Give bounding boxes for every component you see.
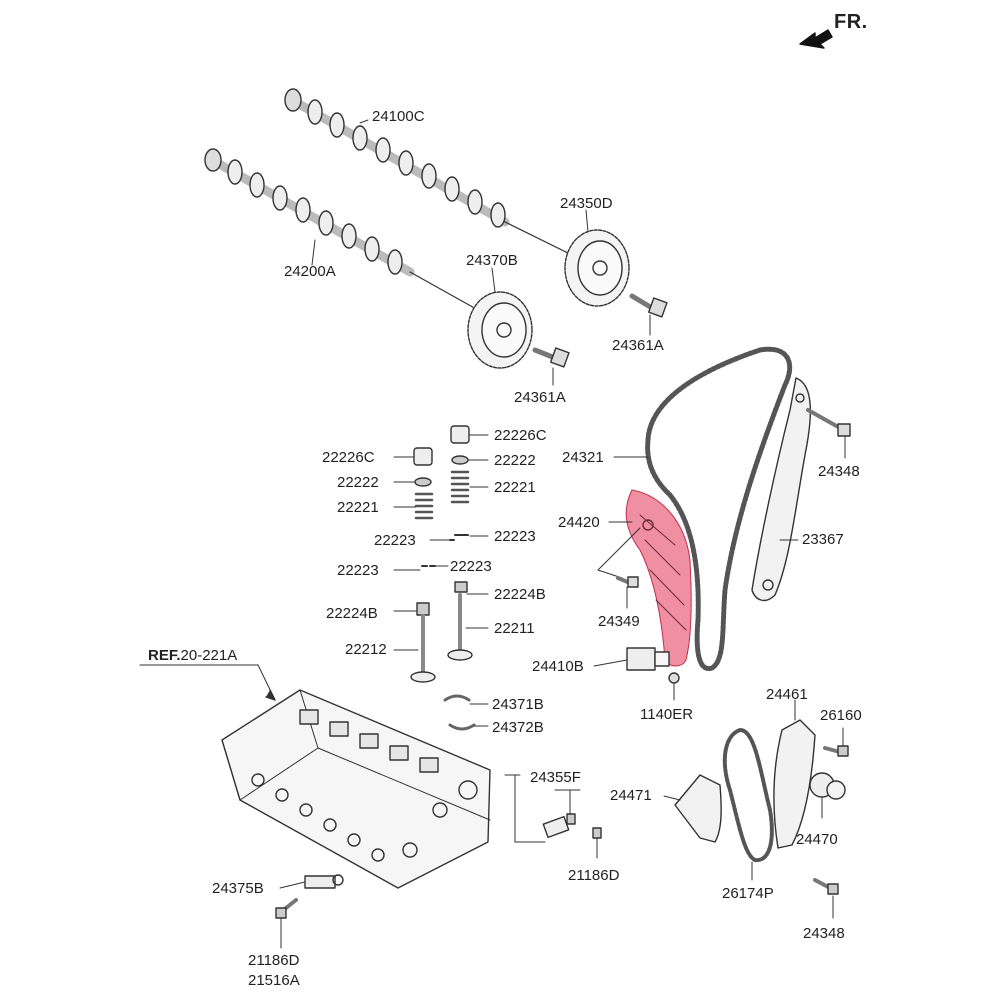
bolt-24361a-upper	[629, 293, 668, 336]
part-label-1140er: 1140ER	[640, 706, 694, 723]
tensioner-24470	[809, 772, 846, 819]
bolt-24349	[597, 527, 641, 609]
bolt-24361a-lower	[532, 347, 570, 386]
part-label-23367: 23367	[802, 531, 844, 548]
part-label-22212: 22212	[345, 641, 387, 658]
part-label-24350d: 24350D	[560, 195, 613, 212]
front-arrow-icon	[799, 29, 833, 49]
reference-prefix: REF.	[148, 647, 181, 664]
part-label-22223-c: 22223	[337, 562, 379, 579]
part-label-24321: 24321	[562, 449, 604, 466]
cylinder-head	[139, 664, 491, 889]
part-label-24471: 24471	[610, 787, 652, 804]
part-label-22226c-right: 22226C	[494, 427, 547, 444]
part-label-24348-lower: 24348	[803, 925, 845, 942]
part-label-22224b-left: 22224B	[326, 605, 378, 622]
chain-tensioner-24410b	[626, 647, 680, 701]
part-label-22221-right: 22221	[494, 479, 536, 496]
part-label-24100c: 24100C	[372, 108, 425, 125]
part-label-21186d-mid: 21186D	[568, 867, 620, 884]
oil-seal-24372b	[448, 723, 489, 731]
part-label-24355f: 24355F	[530, 769, 581, 786]
part-label-24372b: 24372B	[492, 719, 544, 736]
part-label-24410b: 24410B	[532, 658, 584, 675]
part-label-24361a-upper: 24361A	[612, 337, 664, 354]
camshaft-24100c	[284, 88, 573, 256]
part-label-24370b: 24370B	[466, 252, 518, 269]
part-label-24200a: 24200A	[284, 263, 336, 280]
part-label-22222-right: 22222	[494, 452, 536, 469]
bolt-21186d-mid	[592, 827, 602, 859]
oil-seal-24371b	[443, 694, 489, 705]
tensioner-arm-24420	[625, 489, 692, 667]
part-label-22222-left: 22222	[337, 474, 379, 491]
part-label-24349: 24349	[598, 613, 640, 630]
part-label-22221-left: 22221	[337, 499, 379, 516]
part-label-24348-upper: 24348	[818, 463, 860, 480]
part-label-21186d-bottom: 21186D	[248, 952, 300, 969]
part-label-24420: 24420	[558, 514, 600, 531]
part-label-21516a: 21516A	[248, 972, 300, 989]
part-label-24470: 24470	[796, 831, 838, 848]
timing-chain-24321	[645, 346, 793, 672]
chain-guide-24461	[773, 699, 816, 849]
part-label-24361a-lower: 24361A	[514, 389, 566, 406]
front-direction-label: FR.	[834, 11, 868, 33]
part-label-22224b-right: 22224B	[494, 586, 546, 603]
camshaft-24200a	[204, 148, 479, 311]
part-label-24461: 24461	[766, 686, 808, 703]
cam-sprocket-24350d	[564, 229, 630, 307]
bolt-24348-top	[806, 408, 851, 459]
reference-code: 20-221A	[180, 647, 238, 664]
valve-train-parts	[393, 425, 489, 683]
cam-sprocket-24370b	[467, 291, 533, 369]
part-label-22223-a: 22223	[374, 532, 416, 549]
part-label-22211: 22211	[494, 620, 535, 637]
oil-control-valve-24355f	[504, 774, 581, 843]
bolt-24348-bottom	[813, 878, 839, 919]
part-label-26160: 26160	[820, 707, 862, 724]
part-label-22226c-left: 22226C	[322, 449, 375, 466]
part-label-24375b: 24375B	[212, 880, 264, 897]
part-label-26174p: 26174P	[722, 885, 774, 902]
part-label-24371b: 24371B	[492, 696, 544, 713]
part-label-22223-d: 22223	[450, 558, 492, 575]
reference-label: REF.20-221A	[148, 648, 237, 663]
bolt-26160	[823, 727, 849, 757]
bolt-21186d-bottom	[275, 898, 298, 949]
chain-guide-24471	[663, 774, 722, 843]
part-label-22223-b: 22223	[494, 528, 536, 545]
sensor-24375b	[279, 874, 344, 889]
oil-pump-chain-26174p	[722, 728, 774, 881]
chain-guide-23367	[751, 377, 812, 602]
